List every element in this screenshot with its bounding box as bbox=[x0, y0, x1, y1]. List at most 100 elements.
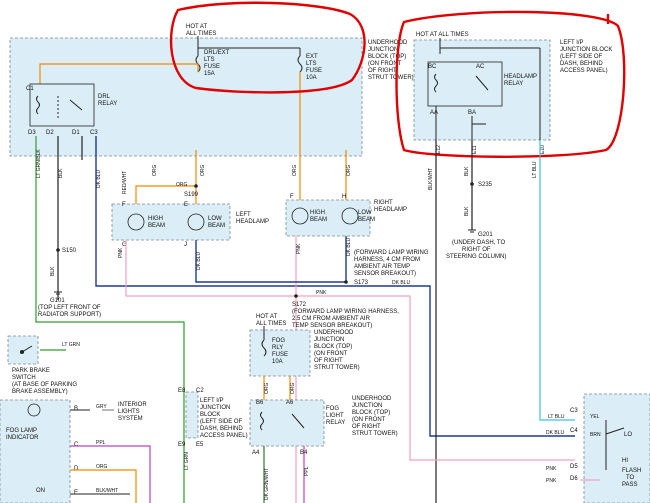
right-high-beam-bulb bbox=[291, 207, 309, 225]
svg-text:LT BLU: LT BLU bbox=[532, 161, 538, 178]
red-annotation-circle-fuses bbox=[169, 1, 366, 94]
svg-text:S150: S150 bbox=[62, 248, 77, 254]
svg-text:FOG: FOG bbox=[272, 338, 285, 344]
svg-text:SENSOR BREAKOUT): SENSOR BREAKOUT) bbox=[354, 271, 416, 277]
svg-text:HEADLAMP: HEADLAMP bbox=[504, 74, 537, 80]
svg-text:ORG: ORG bbox=[176, 182, 188, 188]
svg-text:(UNDER DASH, TO: (UNDER DASH, TO bbox=[452, 240, 505, 246]
svg-text:STRUT TOWER): STRUT TOWER) bbox=[368, 75, 414, 81]
svg-text:D2: D2 bbox=[46, 130, 54, 136]
svg-text:D: D bbox=[74, 466, 79, 472]
svg-text:C3: C3 bbox=[90, 130, 98, 136]
svg-text:ORG: ORG bbox=[264, 383, 270, 395]
svg-text:BA: BA bbox=[468, 110, 476, 116]
svg-text:10A: 10A bbox=[272, 359, 283, 365]
svg-text:BEAM: BEAM bbox=[208, 223, 225, 229]
left-headlamp-box bbox=[111, 203, 231, 241]
svg-text:BLOCK (TOP): BLOCK (TOP) bbox=[368, 54, 406, 60]
svg-text:ORG: ORG bbox=[290, 383, 296, 395]
svg-text:RLY: RLY bbox=[272, 345, 283, 351]
svg-text:JUNCTION: JUNCTION bbox=[314, 337, 344, 343]
fog-relay-block-label: UNDERHOOD JUNCTION BLOCK (TOP) (ON FRONT… bbox=[352, 396, 398, 437]
fog-light-relay-block bbox=[249, 399, 325, 447]
svg-text:LTS: LTS bbox=[204, 57, 215, 63]
svg-text:PNK: PNK bbox=[118, 247, 124, 258]
svg-text:ORG: ORG bbox=[96, 464, 108, 470]
svg-text:JUNCTION: JUNCTION bbox=[200, 405, 230, 411]
left-high-beam-bulb bbox=[127, 213, 145, 231]
svg-text:15A: 15A bbox=[204, 71, 215, 77]
svg-text:RELAY: RELAY bbox=[504, 81, 523, 87]
svg-text:DRL/EXT: DRL/EXT bbox=[204, 50, 230, 56]
svg-text:BEAM: BEAM bbox=[310, 217, 327, 223]
svg-text:PARK BRAKE: PARK BRAKE bbox=[12, 368, 50, 374]
svg-text:LTS: LTS bbox=[306, 61, 317, 67]
svg-text:A4: A4 bbox=[252, 450, 260, 456]
svg-text:D1: D1 bbox=[72, 130, 80, 136]
svg-text:DK BLU: DK BLU bbox=[392, 280, 410, 286]
ground-g201: G201 (UNDER DASH, TO RIGHT OF STEERING C… bbox=[446, 229, 506, 260]
svg-text:TO: TO bbox=[626, 475, 635, 481]
svg-text:DK BLU: DK BLU bbox=[96, 170, 102, 188]
svg-text:DK BLU: DK BLU bbox=[196, 252, 202, 270]
indicator-bulb-icon bbox=[27, 403, 41, 417]
svg-text:BLOCK (TOP): BLOCK (TOP) bbox=[314, 344, 352, 350]
svg-text:BRN: BRN bbox=[590, 432, 601, 438]
svg-text:LEFT I/P: LEFT I/P bbox=[560, 40, 584, 46]
lp-block-small bbox=[185, 391, 199, 439]
svg-text:UNDERHOOD: UNDERHOOD bbox=[314, 330, 354, 336]
svg-text:UNDERHOOD: UNDERHOOD bbox=[352, 396, 392, 402]
svg-text:HARNESS, 4 CM FROM: HARNESS, 4 CM FROM bbox=[354, 257, 420, 263]
svg-text:BLOCK: BLOCK bbox=[200, 412, 220, 418]
svg-text:PPL: PPL bbox=[96, 440, 106, 446]
svg-text:LT BLU: LT BLU bbox=[548, 414, 565, 420]
svg-text:FUSE: FUSE bbox=[306, 68, 322, 74]
svg-text:10A: 10A bbox=[306, 75, 317, 81]
svg-text:DRL: DRL bbox=[98, 94, 111, 100]
right-headlamp-box bbox=[285, 199, 371, 237]
drl-relay bbox=[29, 83, 95, 127]
svg-text:G: G bbox=[122, 242, 127, 248]
svg-text:LOW: LOW bbox=[208, 216, 222, 222]
svg-text:OF RIGHT: OF RIGHT bbox=[368, 68, 397, 74]
svg-text:DK BLU: DK BLU bbox=[346, 238, 352, 256]
svg-text:C3: C3 bbox=[570, 408, 578, 414]
svg-text:TEMP SENSOR BREAKOUT): TEMP SENSOR BREAKOUT) bbox=[292, 323, 372, 329]
ground-g101: G101 (TOP LEFT FRONT OF RADIATOR SUPPORT… bbox=[38, 291, 101, 318]
svg-text:BLK/WHT: BLK/WHT bbox=[96, 488, 118, 494]
svg-text:(FORWARD LAMP WIRING HARNESS,: (FORWARD LAMP WIRING HARNESS, bbox=[292, 309, 399, 315]
svg-text:HOT AT ALL TIMES: HOT AT ALL TIMES bbox=[416, 32, 469, 38]
svg-text:LT GRN/BLK: LT GRN/BLK bbox=[36, 149, 42, 178]
fog-fuse-block-label: UNDERHOOD JUNCTION BLOCK (TOP) (ON FRONT… bbox=[314, 330, 360, 371]
hot-at-all-times-label: HOT AT ALL TIMES bbox=[186, 24, 216, 37]
svg-text:D5: D5 bbox=[570, 464, 578, 470]
svg-text:ORG: ORG bbox=[292, 165, 298, 177]
svg-text:BLOCK (TOP): BLOCK (TOP) bbox=[352, 410, 390, 416]
svg-text:FOG: FOG bbox=[326, 406, 339, 412]
svg-text:BRAKE ASSEMBLY): BRAKE ASSEMBLY) bbox=[12, 389, 68, 395]
svg-text:RIGHT OF: RIGHT OF bbox=[462, 247, 491, 253]
svg-text:PNK: PNK bbox=[546, 478, 557, 484]
red-annotation-circle-ip-block bbox=[395, 10, 626, 158]
svg-text:(AT BASE OF PARKING: (AT BASE OF PARKING bbox=[12, 382, 77, 388]
svg-text:(TOP LEFT FRONT OF: (TOP LEFT FRONT OF bbox=[38, 305, 101, 311]
svg-text:C4: C4 bbox=[570, 428, 578, 434]
svg-text:FOG LAMP: FOG LAMP bbox=[6, 428, 37, 434]
svg-text:BLK/WHT: BLK/WHT bbox=[428, 168, 434, 190]
svg-text:INTERIOR: INTERIOR bbox=[118, 402, 147, 408]
svg-text:RED/WHT: RED/WHT bbox=[122, 171, 128, 194]
svg-text:BLK: BLK bbox=[50, 266, 56, 276]
svg-text:G201: G201 bbox=[478, 232, 493, 238]
svg-text:OF RIGHT: OF RIGHT bbox=[352, 424, 381, 430]
svg-text:A6: A6 bbox=[286, 400, 294, 406]
svg-text:(ON FRONT: (ON FRONT bbox=[352, 417, 386, 423]
svg-text:HEADLAMP: HEADLAMP bbox=[236, 219, 269, 225]
svg-text:AC: AC bbox=[476, 64, 485, 70]
svg-text:EXT: EXT bbox=[306, 54, 318, 60]
svg-text:SWITCH: SWITCH bbox=[12, 375, 36, 381]
svg-text:HI: HI bbox=[622, 458, 628, 464]
svg-text:STRUT TOWER): STRUT TOWER) bbox=[352, 431, 398, 437]
svg-text:DASH, BEHIND: DASH, BEHIND bbox=[200, 426, 243, 432]
svg-text:RELAY: RELAY bbox=[326, 420, 345, 426]
left-low-beam-bulb bbox=[187, 213, 205, 231]
